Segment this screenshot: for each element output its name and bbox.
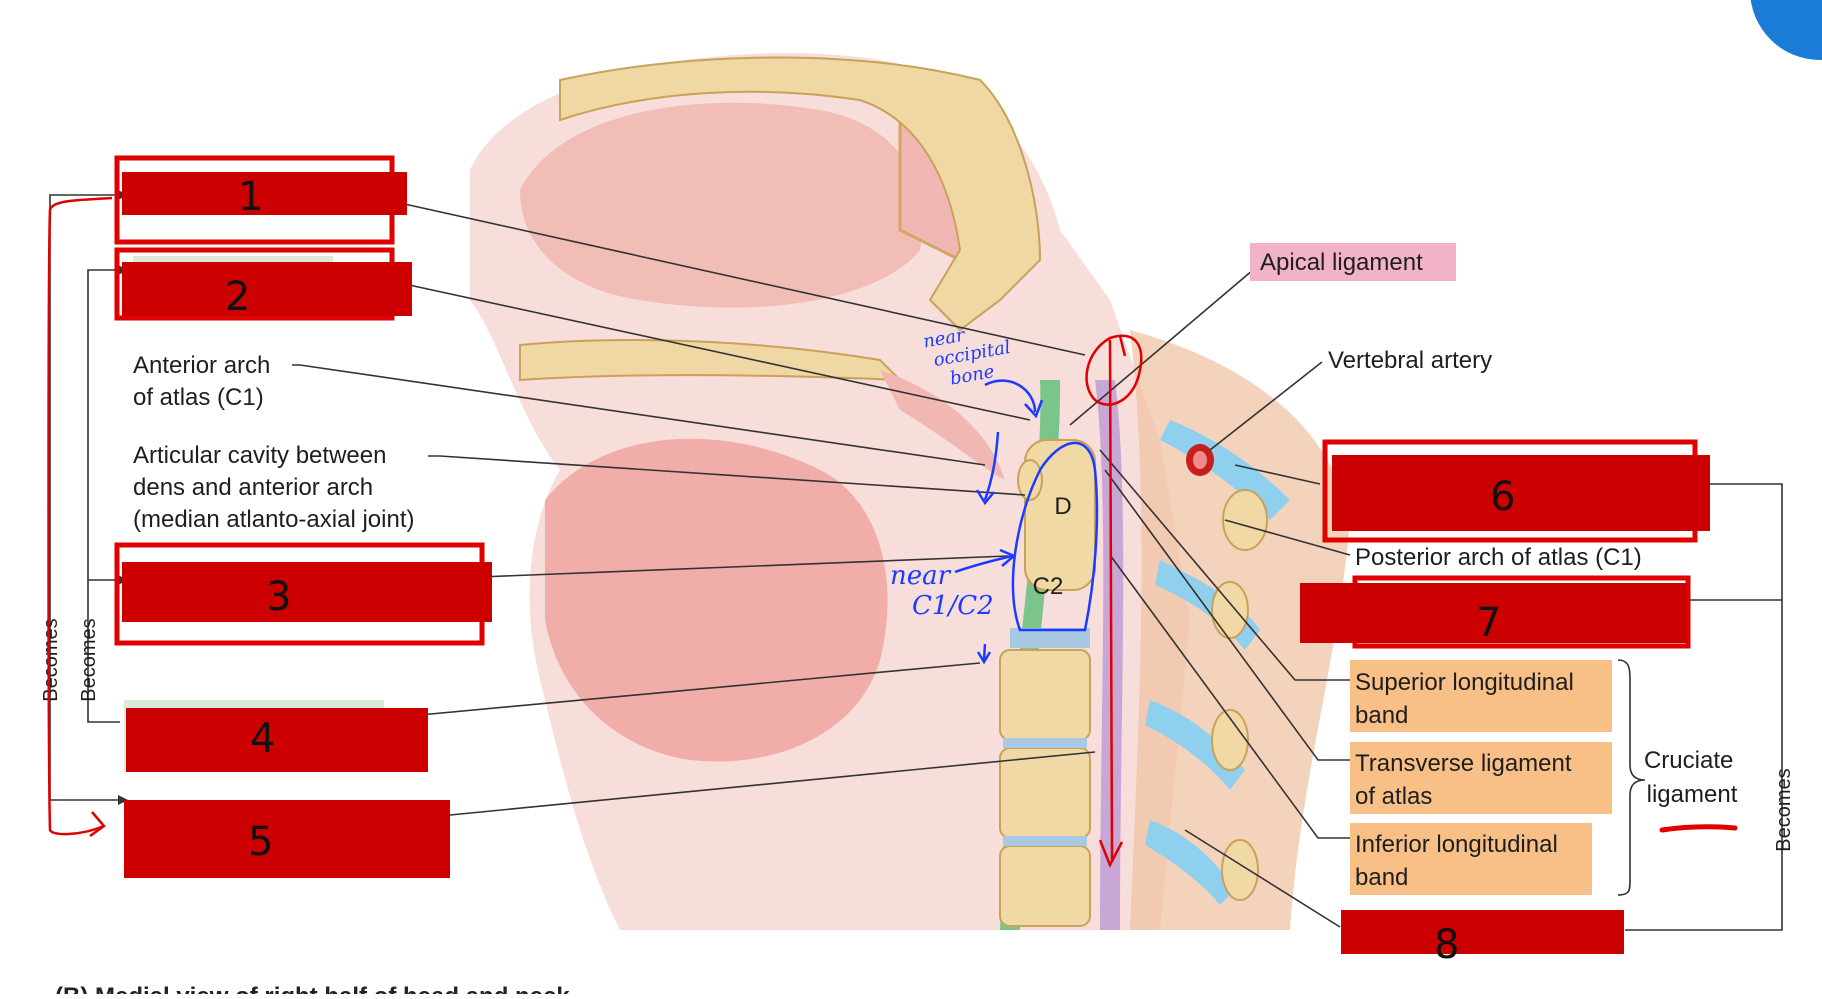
anterior-arch-label: Anterior arch of atlas (C1) — [133, 352, 277, 411]
becomes-label-right: Becomes — [1773, 768, 1795, 851]
vertebral-artery-label: Vertebral artery — [1328, 347, 1492, 374]
handwritten-pen-marks — [47, 196, 1143, 868]
superior-band-box — [1350, 660, 1612, 732]
left-brackets — [49, 190, 128, 805]
becomes-label-inner: Becomes — [78, 618, 100, 701]
svg-text:4: 4 — [250, 716, 275, 762]
redacted-box-3: 3 — [114, 542, 492, 646]
transverse-ligament-label: Transverse ligament of atlas — [1355, 750, 1578, 810]
redacted-box-6: 6 — [1322, 439, 1710, 543]
cervical-vertebrae — [999, 439, 1096, 927]
vertebral-artery-marker — [1186, 444, 1214, 476]
transverse-ligament-box — [1350, 742, 1612, 814]
skull-base-bone — [559, 56, 1042, 332]
corner-badge — [1750, 0, 1822, 60]
figure-caption: (B) Medial view of right half of head an… — [55, 983, 570, 994]
svg-text:3: 3 — [266, 574, 291, 620]
becomes-label-outer: Becomes — [40, 618, 62, 701]
cruciate-red-underline — [1659, 824, 1738, 833]
redacted-box-4: 4 — [124, 700, 428, 772]
posterior-arch-label: Posterior arch of atlas (C1) — [1355, 544, 1642, 571]
nasal-cavity — [520, 102, 922, 308]
posterior-ligaments — [1095, 380, 1124, 930]
inferior-band-box — [1350, 823, 1592, 895]
c2-label: C2 — [1033, 573, 1064, 600]
dens-label: D — [1054, 493, 1071, 520]
soft-palate — [880, 370, 1005, 480]
apical-ligament-label: Apical ligament — [1260, 249, 1423, 276]
apical-ligament-box — [1250, 243, 1456, 281]
redacted-box-5: 5 — [124, 800, 450, 878]
inferior-band-label: Inferior longitudinal band — [1355, 831, 1564, 891]
note-near-c1c2: near C1/C2 — [890, 561, 994, 621]
tongue — [545, 438, 888, 762]
cruciate-ligament-label: Cruciate ligament — [1644, 747, 1740, 808]
superior-band-label: Superior longitudinal band — [1355, 669, 1580, 729]
svg-text:6: 6 — [1490, 474, 1515, 520]
redacted-box-2: 2 — [114, 247, 412, 321]
right-bracket — [1617, 483, 1783, 931]
note-near-occipital-bone: near occipital bone — [922, 316, 1022, 393]
articular-cavity-label: Articular cavity between dens and anteri… — [133, 442, 414, 533]
svg-text:7: 7 — [1476, 600, 1501, 646]
svg-text:2: 2 — [225, 274, 250, 320]
svg-text:5: 5 — [248, 819, 273, 865]
leader-lines — [292, 202, 1351, 928]
head-neck-illustration — [470, 53, 1350, 931]
posterior-arches-bone — [1211, 489, 1268, 901]
svg-text:8: 8 — [1434, 922, 1459, 968]
svg-text:1: 1 — [238, 174, 263, 220]
redacted-box-8: 8 — [1341, 910, 1624, 968]
redacted-box-7: 7 — [1300, 575, 1691, 649]
redacted-box-1: 1 — [114, 155, 407, 245]
